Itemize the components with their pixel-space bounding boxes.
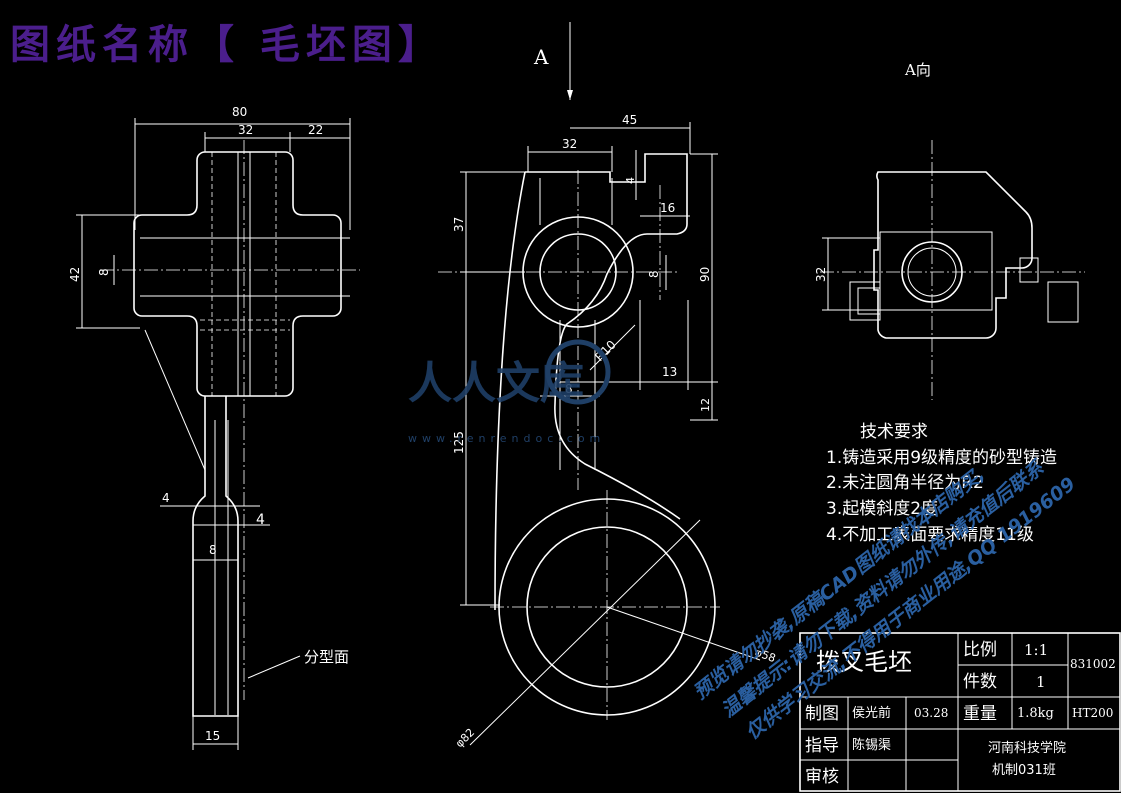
dim-45: 45 [622, 113, 637, 127]
dim-12: 12 [699, 398, 712, 412]
tech-item-2: 2.未注圆角半径为R2 [826, 473, 984, 493]
tech-item-1: 1.铸造采用9级精度的砂型铸造 [826, 448, 1057, 468]
dim-42: 42 [68, 267, 82, 282]
scale-label: 比例 [963, 640, 997, 660]
view-a-label: A向 [904, 61, 931, 79]
parting-surface-label: 分型面 [304, 648, 349, 666]
dim-80: 80 [232, 105, 247, 119]
view-a: 32 [814, 140, 1085, 400]
tech-item-3: 3.起模斜度2度 [826, 499, 938, 519]
weight-label: 重量 [963, 704, 997, 724]
view-letter-a: A [533, 45, 549, 69]
dim-8-left: 8 [97, 268, 111, 276]
title-block: 拨叉毛坯 比例 1:1 件数 1 831002 制图 侯光前 03.28 重量 … [799, 632, 1121, 792]
part-name: 拨叉毛坯 [816, 648, 912, 676]
dim-16: 16 [660, 201, 675, 215]
dim-4-right: 4 [256, 512, 265, 528]
view-arrow-head [567, 90, 573, 100]
watermark-logo-icon [545, 339, 611, 405]
qty-value: 1 [1036, 673, 1046, 691]
dim-32-mid: 32 [562, 137, 577, 151]
watermark-url: www.renrendoc.com [408, 432, 605, 445]
dim-22: 22 [308, 123, 323, 137]
watermark-line-2: 温馨提示:请勿下载,资料请勿外传,请充值后联系 [718, 456, 1050, 722]
school-name: 河南科技学院 [988, 740, 1066, 756]
dim-15: 15 [205, 729, 220, 743]
left-view: 80 32 22 42 8 4 4 8 15 分型面 [68, 105, 360, 750]
dim-32-right: 32 [814, 267, 828, 282]
watermark-brand: 人人文库 [408, 358, 584, 409]
dim-37: 37 [452, 217, 466, 232]
technical-requirements: 技术要求 1.铸造采用9级精度的砂型铸造 2.未注圆角半径为R2 3.起模斜度2… [826, 422, 1057, 545]
guide-label: 指导 [805, 736, 839, 756]
dim-8-slot: 8 [565, 382, 573, 396]
drawing-code: 831002 [1070, 657, 1116, 671]
guide-name: 陈锡渠 [852, 737, 891, 753]
dia-82: φ82 [453, 726, 477, 750]
dim-8-mid: 8 [647, 270, 661, 278]
material: HT200 [1072, 706, 1113, 720]
dim-4-mid: 4 [624, 177, 637, 184]
qty-label: 件数 [963, 672, 997, 692]
tech-heading: 技术要求 [860, 422, 928, 442]
review-label: 审核 [805, 767, 839, 787]
dim-32-left: 32 [238, 123, 253, 137]
dim-8-stem: 8 [209, 543, 217, 557]
drawn-name: 侯光前 [852, 705, 891, 721]
drawn-date: 03.28 [914, 706, 948, 720]
class-name: 机制031班 [992, 763, 1056, 778]
dim-4-left: 4 [162, 491, 170, 505]
scale-value: 1:1 [1024, 641, 1048, 659]
dim-125: 125 [452, 431, 466, 454]
drawn-label: 制图 [805, 704, 839, 724]
drawing-title: 图纸名称【 毛坯图】 [10, 21, 444, 68]
tech-item-4: 4.不加工表面要求精度11级 [826, 525, 1034, 545]
weight-value: 1.8kg [1017, 706, 1054, 721]
dim-13: 13 [662, 365, 677, 379]
dim-90: 90 [698, 267, 712, 282]
